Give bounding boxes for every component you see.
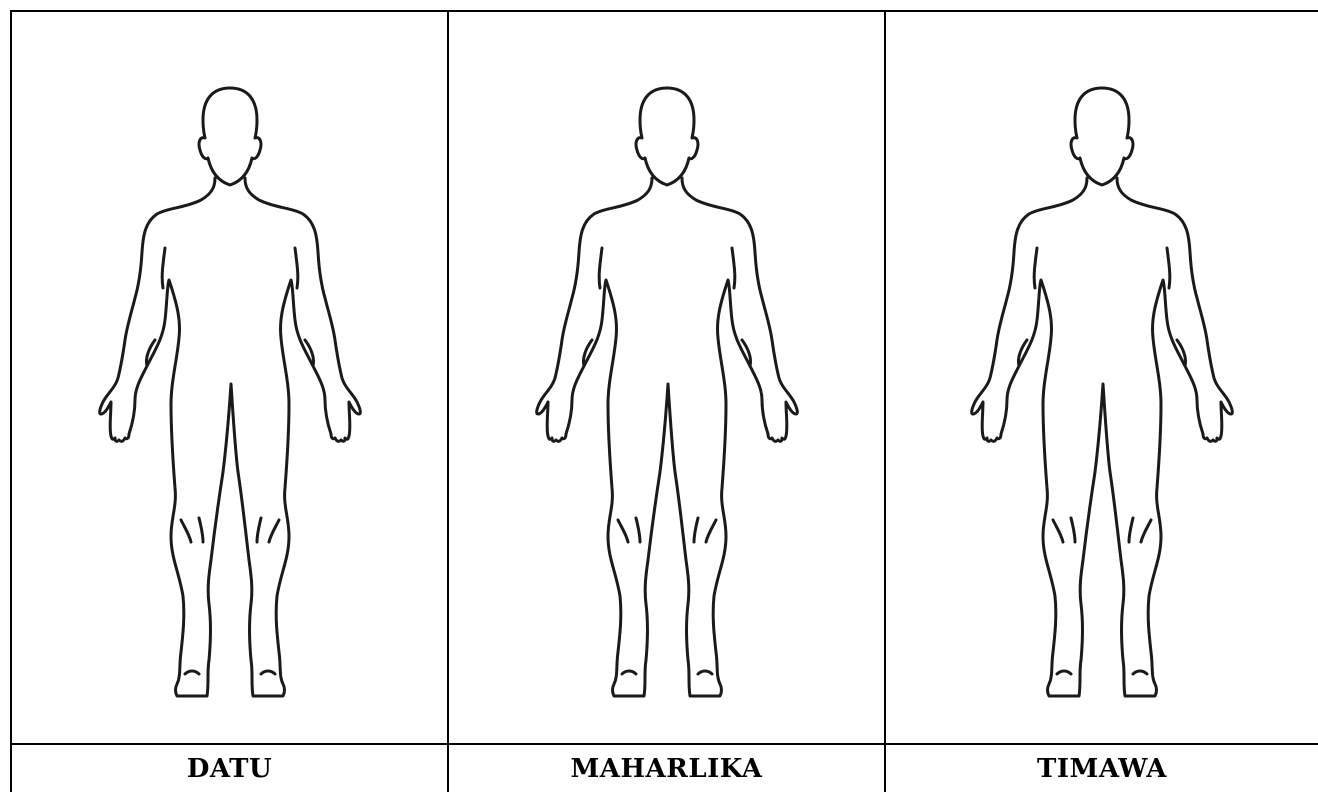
figure-cell-maharlika — [449, 12, 884, 744]
figure-cell-datu — [12, 12, 447, 744]
column-label-datu: DATU — [12, 746, 447, 792]
column-label-maharlika: MAHARLIKA — [449, 746, 884, 792]
human-body-outline-icon — [85, 48, 375, 708]
human-body-outline-icon — [957, 48, 1247, 708]
figure-cell-timawa — [886, 12, 1318, 744]
column-label-timawa: TIMAWA — [886, 746, 1318, 792]
human-body-outline-icon — [522, 48, 812, 708]
